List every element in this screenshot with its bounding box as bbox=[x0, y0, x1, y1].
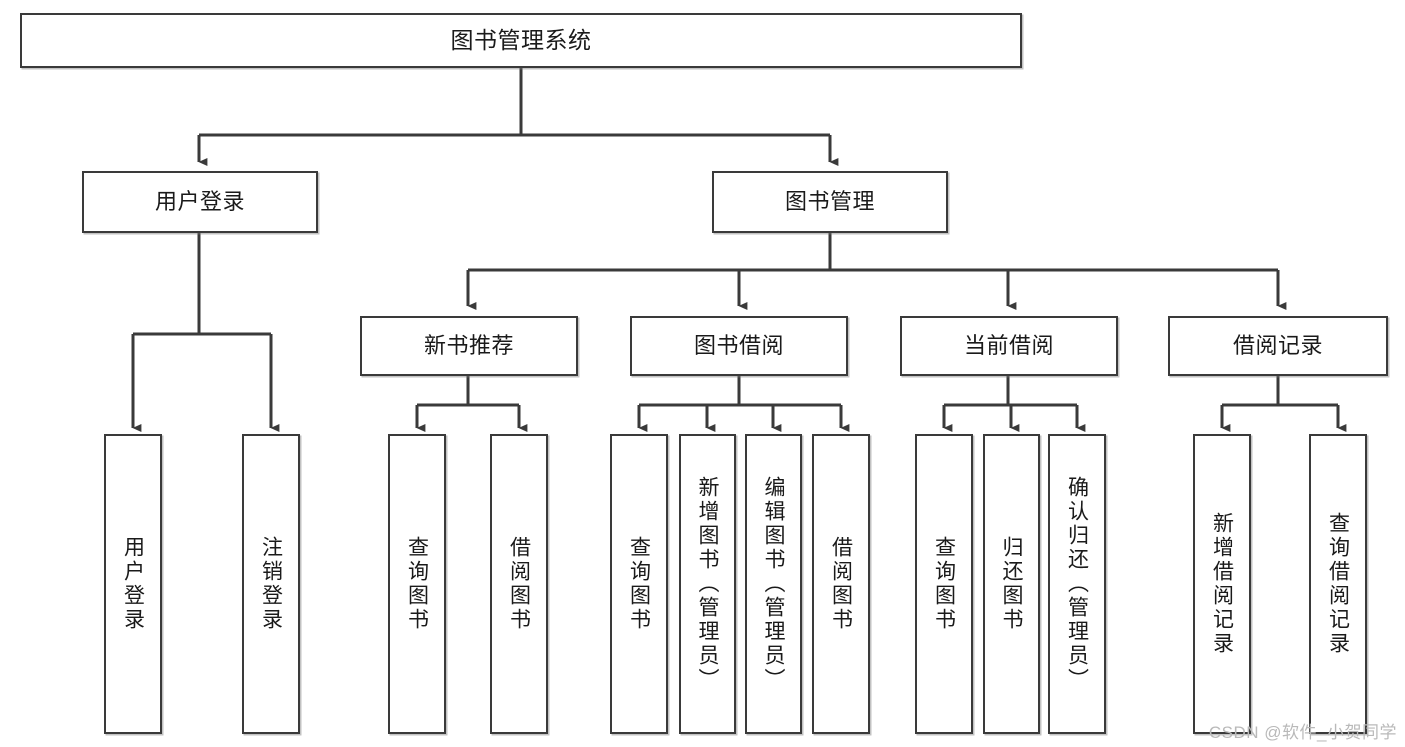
node-label: 归还图书 bbox=[1000, 536, 1023, 632]
node-leaf-edit-book[interactable]: 编辑图书（管理员） bbox=[745, 434, 802, 734]
node-root-system[interactable]: 图书管理系统 bbox=[20, 13, 1022, 68]
node-book-management[interactable]: 图书管理 bbox=[712, 171, 948, 233]
node-user-login[interactable]: 用户登录 bbox=[82, 171, 318, 233]
node-label: 图书管理 bbox=[784, 189, 875, 215]
node-label: 图书管理系统 bbox=[450, 26, 592, 53]
node-leaf-query-record[interactable]: 查询借阅记录 bbox=[1309, 434, 1367, 734]
node-leaf-logout[interactable]: 注销登录 bbox=[242, 434, 300, 734]
node-label: 图书借阅 bbox=[693, 333, 784, 359]
node-label: 借阅图书 bbox=[507, 536, 531, 632]
node-book-borrow[interactable]: 图书借阅 bbox=[630, 316, 848, 376]
node-label: 借阅记录 bbox=[1232, 333, 1323, 359]
node-label: 确认归还（管理员） bbox=[1065, 476, 1089, 692]
node-current-borrow[interactable]: 当前借阅 bbox=[900, 316, 1118, 376]
node-label: 编辑图书（管理员） bbox=[762, 476, 785, 692]
node-leaf-query-book-1[interactable]: 查询图书 bbox=[388, 434, 446, 734]
node-label: 注销登录 bbox=[259, 536, 283, 632]
node-label: 查询图书 bbox=[627, 536, 651, 632]
node-label: 新书推荐 bbox=[423, 333, 514, 359]
node-leaf-confirm-return[interactable]: 确认归还（管理员） bbox=[1048, 434, 1106, 734]
node-label: 新增图书（管理员） bbox=[696, 476, 719, 692]
node-label: 当前借阅 bbox=[963, 333, 1054, 359]
node-leaf-return-book[interactable]: 归还图书 bbox=[983, 434, 1040, 734]
node-label: 查询借阅记录 bbox=[1326, 512, 1350, 656]
node-leaf-query-book-3[interactable]: 查询图书 bbox=[915, 434, 973, 734]
node-label: 查询图书 bbox=[405, 536, 429, 632]
node-leaf-add-record[interactable]: 新增借阅记录 bbox=[1193, 434, 1251, 734]
node-leaf-borrow-book-2[interactable]: 借阅图书 bbox=[812, 434, 870, 734]
node-leaf-query-book-2[interactable]: 查询图书 bbox=[610, 434, 668, 734]
node-leaf-borrow-book-1[interactable]: 借阅图书 bbox=[490, 434, 548, 734]
node-leaf-add-book[interactable]: 新增图书（管理员） bbox=[679, 434, 736, 734]
node-label: 借阅图书 bbox=[829, 536, 853, 632]
node-borrow-record[interactable]: 借阅记录 bbox=[1168, 316, 1388, 376]
watermark-text: CSDN @软件_小贺同学 bbox=[1208, 723, 1397, 742]
node-new-book-recommend[interactable]: 新书推荐 bbox=[360, 316, 578, 376]
node-label: 用户登录 bbox=[154, 189, 245, 215]
node-leaf-user-login[interactable]: 用户登录 bbox=[104, 434, 162, 734]
node-label: 新增借阅记录 bbox=[1210, 512, 1234, 656]
node-label: 查询图书 bbox=[932, 536, 956, 632]
node-label: 用户登录 bbox=[121, 536, 145, 632]
